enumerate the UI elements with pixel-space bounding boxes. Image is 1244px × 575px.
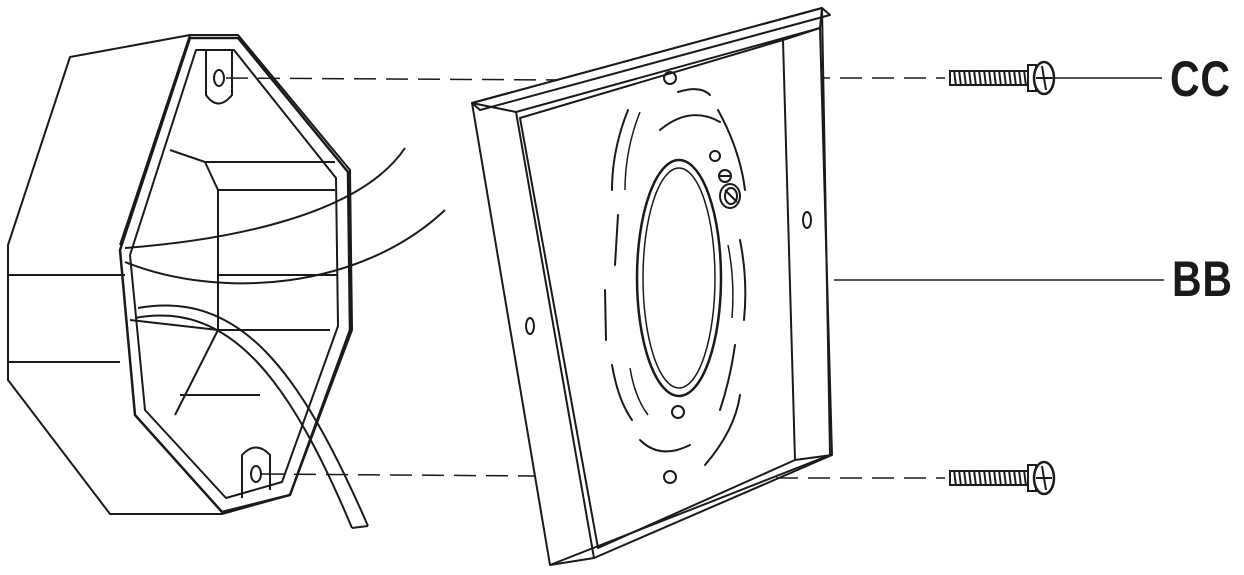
mounting-screw-bottom <box>948 460 1056 496</box>
callout-label-cc: CC <box>1170 51 1231 107</box>
junction-box <box>7 34 353 515</box>
junction-box-top-ear <box>205 50 233 105</box>
center-opening <box>635 158 723 398</box>
callout-label-bb: BB <box>1172 251 1233 307</box>
supply-wires <box>124 147 446 529</box>
junction-box-bottom-ear <box>241 446 271 498</box>
leader-lines <box>834 77 1164 281</box>
mounting-plate <box>471 7 833 566</box>
mounting-screw-top <box>948 60 1056 96</box>
mounting-slots <box>604 88 747 466</box>
ground-screw <box>718 169 741 209</box>
